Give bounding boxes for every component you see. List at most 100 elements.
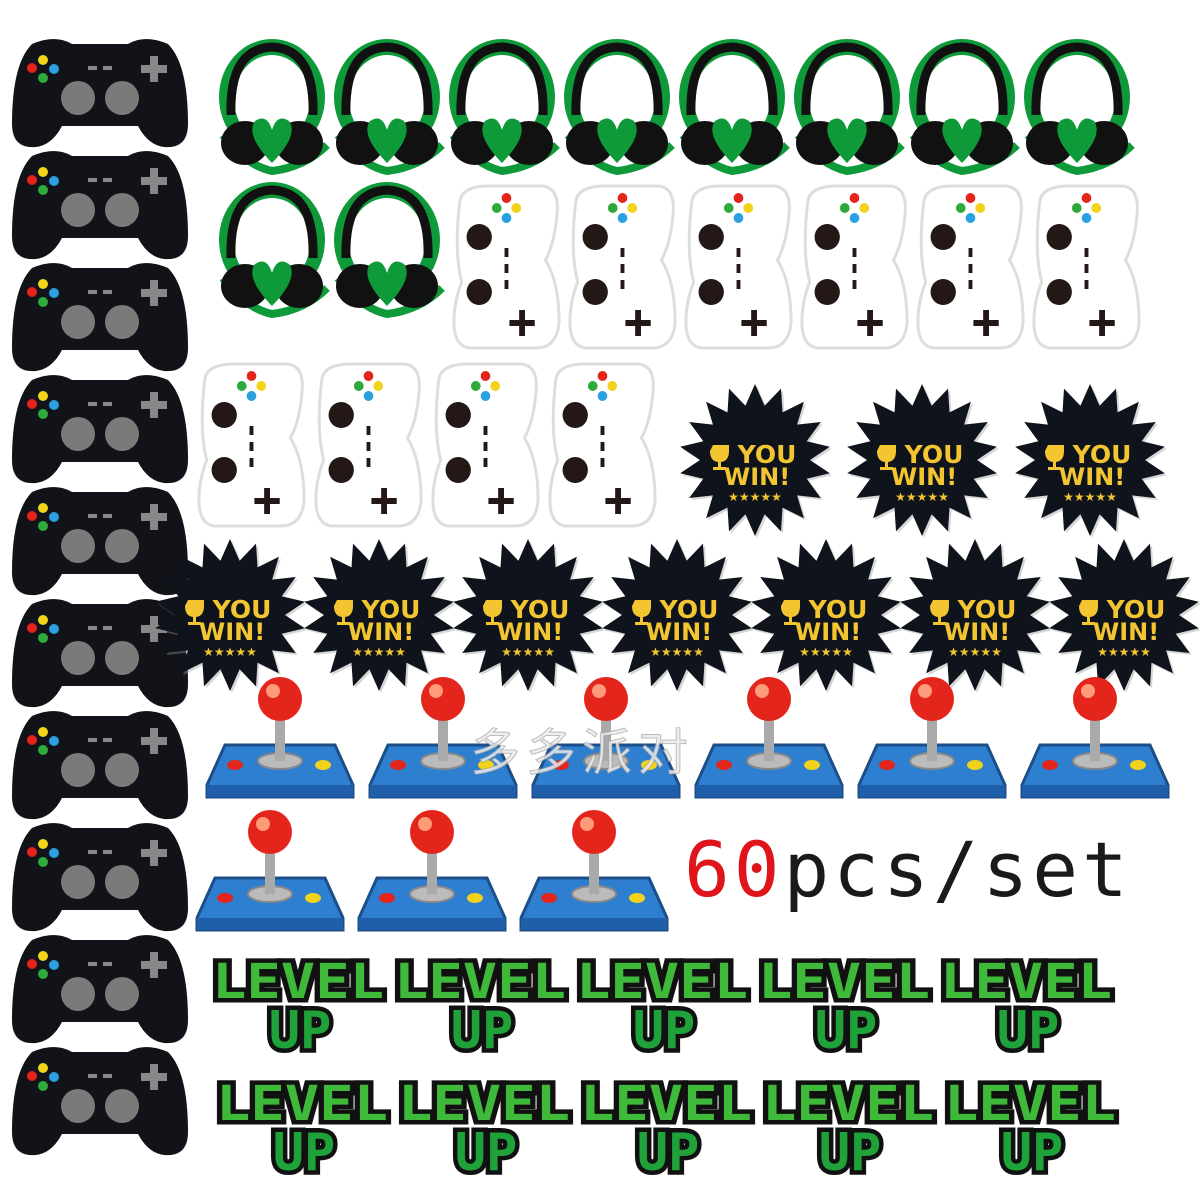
level-line1: LEVEL bbox=[762, 1076, 934, 1132]
level-up-sign: LEVEL UP bbox=[940, 1072, 1121, 1188]
badge-line1: YOU bbox=[957, 595, 1017, 624]
level-line1: LEVEL bbox=[212, 954, 384, 1010]
white-controller bbox=[798, 182, 910, 352]
headset bbox=[215, 35, 330, 175]
wctrl-graphic bbox=[546, 360, 658, 530]
joy-graphic bbox=[694, 675, 844, 805]
joy-graphic bbox=[368, 675, 518, 805]
headset-graphic bbox=[215, 178, 330, 318]
starburst-graphic: YOU WIN! ★★★★★ bbox=[847, 384, 999, 538]
level-line1: LEVEL bbox=[216, 1076, 388, 1132]
bctrl-graphic bbox=[10, 148, 190, 263]
badge-line2: WIN! bbox=[891, 463, 957, 491]
starburst-graphic: YOU WIN! ★★★★★ bbox=[304, 539, 456, 693]
badge-line2: WIN! bbox=[348, 618, 414, 646]
level-line1: LEVEL bbox=[580, 1076, 752, 1132]
level-up-sign: LEVEL UP bbox=[758, 1072, 939, 1188]
white-controller bbox=[914, 182, 1026, 352]
level-line2: UP bbox=[273, 1123, 336, 1183]
headset-graphic bbox=[445, 35, 560, 175]
arcade-joystick bbox=[205, 675, 355, 805]
white-controller bbox=[429, 360, 541, 530]
badge-line2: WIN! bbox=[1093, 618, 1159, 646]
badge-line2: WIN! bbox=[199, 618, 265, 646]
white-controller bbox=[566, 182, 678, 352]
wctrl-graphic bbox=[1030, 182, 1142, 352]
you-win-badge: YOU WIN! ★★★★★ bbox=[597, 539, 757, 693]
trophy-icon bbox=[483, 600, 502, 625]
headset bbox=[790, 35, 905, 175]
headset-graphic bbox=[790, 35, 905, 175]
black-controller bbox=[10, 36, 190, 151]
level-line2: UP bbox=[455, 1123, 518, 1183]
level-up-sign: LEVEL UP bbox=[754, 950, 935, 1066]
badge-line2: WIN! bbox=[1059, 463, 1125, 491]
badge-line1: YOU bbox=[361, 595, 421, 624]
level-up-sign: LEVEL UP bbox=[390, 950, 571, 1066]
wctrl-graphic bbox=[450, 182, 562, 352]
level-up-sign: LEVEL UP bbox=[572, 950, 753, 1066]
headset bbox=[215, 178, 330, 318]
bctrl-graphic bbox=[10, 260, 190, 375]
bctrl-graphic bbox=[10, 932, 190, 1047]
headset-graphic bbox=[330, 178, 445, 318]
black-controller bbox=[10, 708, 190, 823]
headset-graphic bbox=[1020, 35, 1135, 175]
level-up-graphic: LEVEL UP bbox=[394, 1072, 575, 1188]
you-win-badge: YOU WIN! ★★★★★ bbox=[1010, 384, 1170, 538]
level-up-graphic: LEVEL UP bbox=[208, 950, 389, 1066]
badge-line1: YOU bbox=[212, 595, 272, 624]
headset-graphic bbox=[330, 35, 445, 175]
level-line1: LEVEL bbox=[398, 1076, 570, 1132]
you-win-badge: YOU WIN! ★★★★★ bbox=[895, 539, 1055, 693]
black-controller bbox=[10, 148, 190, 263]
badge-stars: ★★★★★ bbox=[650, 645, 704, 659]
level-line2: UP bbox=[637, 1123, 700, 1183]
arcade-joystick bbox=[531, 675, 681, 805]
headset-graphic bbox=[560, 35, 675, 175]
headset bbox=[905, 35, 1020, 175]
trophy-icon bbox=[710, 445, 729, 470]
headset bbox=[675, 35, 790, 175]
headset bbox=[330, 35, 445, 175]
trophy-icon bbox=[632, 600, 651, 625]
trophy-icon bbox=[781, 600, 800, 625]
arcade-joystick bbox=[694, 675, 844, 805]
you-win-badge: YOU WIN! ★★★★★ bbox=[746, 539, 906, 693]
black-controller bbox=[10, 820, 190, 935]
trophy-icon bbox=[334, 600, 353, 625]
bctrl-graphic bbox=[10, 708, 190, 823]
level-up-graphic: LEVEL UP bbox=[758, 1072, 939, 1188]
badge-stars: ★★★★★ bbox=[728, 490, 782, 504]
starburst-graphic: YOU WIN! ★★★★★ bbox=[751, 539, 903, 693]
headset-graphic bbox=[215, 35, 330, 175]
you-win-badge: YOU WIN! ★★★★★ bbox=[150, 539, 310, 693]
badge-stars: ★★★★★ bbox=[799, 645, 853, 659]
white-controller bbox=[312, 360, 424, 530]
level-up-sign: LEVEL UP bbox=[936, 950, 1117, 1066]
wctrl-graphic bbox=[429, 360, 541, 530]
joy-graphic bbox=[519, 808, 669, 938]
wctrl-graphic bbox=[798, 182, 910, 352]
level-line2: UP bbox=[997, 1001, 1060, 1061]
wctrl-graphic bbox=[682, 182, 794, 352]
bctrl-graphic bbox=[10, 1044, 190, 1159]
badge-stars: ★★★★★ bbox=[1063, 490, 1117, 504]
starburst-graphic: YOU WIN! ★★★★★ bbox=[1015, 384, 1167, 538]
headset-graphic bbox=[675, 35, 790, 175]
badge-stars: ★★★★★ bbox=[203, 645, 257, 659]
bctrl-graphic bbox=[10, 372, 190, 487]
level-line1: LEVEL bbox=[944, 1076, 1116, 1132]
starburst-graphic: YOU WIN! ★★★★★ bbox=[155, 539, 307, 693]
starburst-graphic: YOU WIN! ★★★★★ bbox=[680, 384, 832, 538]
badge-line1: YOU bbox=[1072, 440, 1132, 469]
headset-graphic bbox=[905, 35, 1020, 175]
headset bbox=[445, 35, 560, 175]
badge-line1: YOU bbox=[1106, 595, 1166, 624]
joy-graphic bbox=[195, 808, 345, 938]
you-win-badge: YOU WIN! ★★★★★ bbox=[448, 539, 608, 693]
level-up-sign: LEVEL UP bbox=[208, 950, 389, 1066]
arcade-joystick bbox=[195, 808, 345, 938]
level-line1: LEVEL bbox=[940, 954, 1112, 1010]
trophy-icon bbox=[1079, 600, 1098, 625]
